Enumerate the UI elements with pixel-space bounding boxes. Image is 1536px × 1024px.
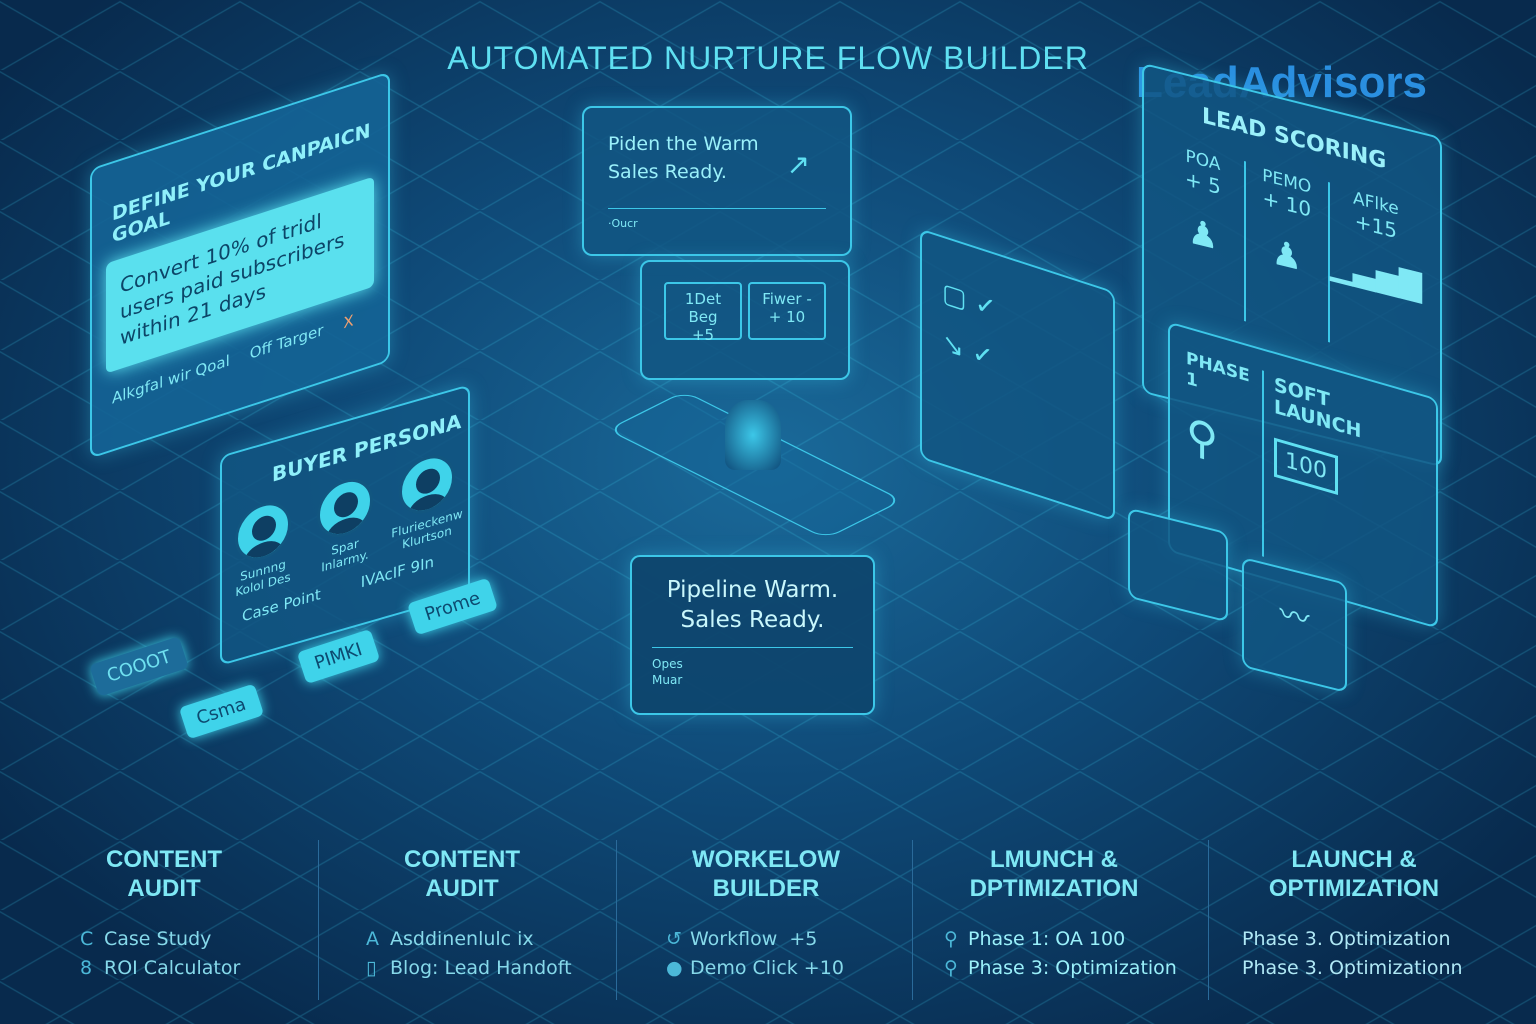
score-cells-panel: 1Det Beg+5 Fiwer -+ 10	[640, 260, 850, 380]
search-icon: ⚲	[944, 928, 958, 950]
score-cell: 1Det Beg+5	[664, 282, 742, 344]
joystick-icon[interactable]	[725, 400, 781, 470]
step-title: OPTIMIZATION	[1268, 875, 1440, 902]
step-title: LAUNCH &	[1291, 846, 1417, 873]
step-launch-optimization: LMUNCH &DPTIMIZATION ⚲ Phase 1: OA 100 ⚲ Ph…	[904, 845, 1204, 1015]
pipeline-label: Opes	[652, 657, 683, 671]
cell-value: + 10	[768, 308, 806, 326]
step-item: C Case Study	[80, 925, 314, 954]
pipeline-panel: Pipeline Warm. Sales Ready. Opes Muar	[630, 555, 875, 715]
phase-score: 100	[1274, 437, 1339, 496]
workflow-icon: ↺	[666, 928, 682, 950]
score-item: POA+ 5♟	[1162, 140, 1246, 322]
persona-name: Flurieckenw Klurtson	[391, 506, 463, 552]
step-item: Phase 3. Optimizationn	[1242, 954, 1504, 983]
warm-sales-footer: ·Oucr	[608, 208, 826, 230]
step-item-text: Case Study	[104, 928, 212, 950]
step-item: A Asddinenlulc ix	[366, 925, 612, 954]
cell-value: +5	[691, 326, 715, 344]
step-launch-optimization-2: LAUNCH &OPTIMIZATION Phase 3. Optimizati…	[1204, 845, 1504, 1015]
step-title: WORKELOW	[692, 846, 840, 873]
divider	[912, 840, 913, 1000]
search-icon: ⚲	[1186, 408, 1219, 469]
calculator-icon: 8	[80, 957, 93, 979]
phase-label: PHASE 1	[1186, 348, 1250, 392]
persona-card[interactable]: Spar Inlarmy.	[307, 469, 383, 579]
score-cell: Fiwer -+ 10	[748, 282, 826, 340]
step-title: LMUNCH &	[990, 846, 1118, 873]
step-title: AUDIT	[425, 875, 499, 902]
page-title: AUTOMATED NURTURE FLOW BUILDER	[447, 40, 1089, 76]
step-item: ● Demo Click +10	[666, 954, 916, 983]
step-item-text: Phase 1: OA 100	[968, 928, 1126, 950]
step-title: CONTENT	[404, 846, 520, 873]
pipeline-headline-1: Pipeline Warm.	[666, 577, 839, 603]
step-item-text: Phase 3: Optimization	[968, 957, 1177, 979]
step-title: BUILDER	[712, 875, 820, 902]
step-item-text: Phase 3. Optimization	[1242, 928, 1451, 950]
step-item-text: Workflow +5	[690, 928, 818, 950]
divider	[616, 840, 617, 1000]
divider	[1208, 840, 1209, 1000]
pipeline-label: Muar	[652, 673, 683, 687]
cell-label: 1Det Beg	[684, 290, 722, 326]
step-item-text: Asddinenlulc ix	[390, 928, 534, 950]
score-item: AFlke+15▁▃▅▇	[1330, 182, 1422, 365]
step-item: 8 ROI Calculator	[80, 954, 314, 983]
step-item: ⚲ Phase 1: OA 100	[944, 925, 1204, 954]
step-item: ⚲ Phase 3: Optimization	[944, 954, 1204, 983]
step-item: Phase 3. Optimization	[1242, 925, 1504, 954]
pipeline-headline-2: Sales Ready.	[680, 607, 825, 633]
score-item: PEMO+ 10♟	[1245, 161, 1330, 343]
persona-card[interactable]: Sunnng Kolol Des	[225, 493, 301, 603]
trend-up-icon: ↗	[786, 148, 810, 181]
step-item: ↺ Workflow +5	[666, 925, 916, 954]
c-icon: C	[80, 928, 94, 950]
persona-card[interactable]: Flurieckenw Klurtson	[389, 446, 465, 556]
people-icon: ♟	[1187, 210, 1219, 259]
search-icon: ⚲	[944, 957, 958, 979]
step-item-text: Phase 3. Optimizationn	[1242, 957, 1463, 979]
step-title: CONTENT	[106, 846, 222, 873]
step-item-text: ROI Calculator	[104, 957, 241, 979]
cell-label: Fiwer -	[762, 290, 812, 308]
divider	[318, 840, 319, 1000]
triangle-icon: A	[366, 928, 379, 950]
bar-chart-icon: ▁▃▅▇	[1329, 246, 1423, 305]
people-icon: ♟	[1271, 231, 1303, 280]
line-chart-icon: 〰	[1279, 596, 1310, 639]
close-icon[interactable]: X	[343, 311, 354, 333]
document-icon: ▯	[366, 957, 377, 979]
warm-sales-headline: Piden the Warm Sales Ready.	[608, 133, 759, 183]
step-title: DPTIMIZATION	[969, 875, 1139, 902]
step-title: AUDIT	[127, 875, 201, 902]
warm-sales-panel: Piden the Warm Sales Ready. ↗ ·Oucr	[582, 106, 852, 256]
step-item: ▯ Blog: Lead Handoft	[366, 954, 612, 983]
step-item-text: Demo Click +10	[690, 957, 844, 979]
target-label: Off Targer	[249, 320, 324, 363]
click-icon: ●	[666, 957, 683, 979]
step-item-text: Blog: Lead Handoft	[390, 957, 572, 979]
